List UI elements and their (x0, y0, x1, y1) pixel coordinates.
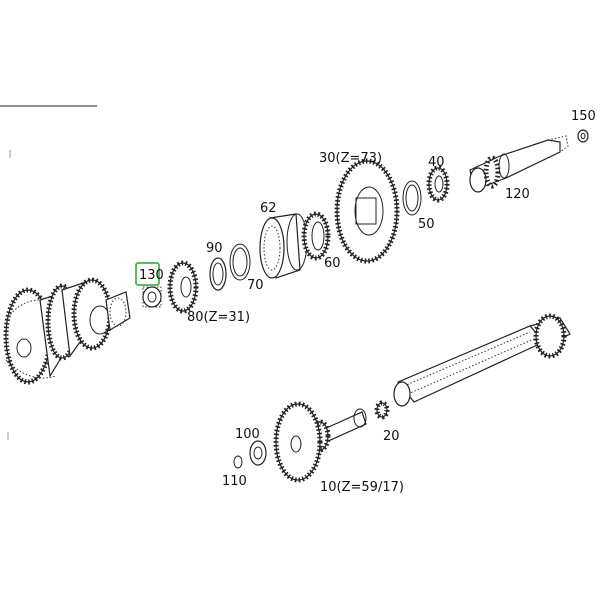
label-80: 80(Z=31) (187, 310, 250, 325)
label-50: 50 (418, 217, 435, 232)
label-60: 60 (324, 256, 341, 271)
highlight-box-130 (135, 262, 160, 286)
snap-ring-110[interactable] (233, 455, 243, 469)
needle-bearing-130[interactable] (142, 286, 162, 308)
snap-ring-70[interactable] (229, 243, 251, 281)
label-30: 30(Z=73) (319, 151, 382, 166)
label-10: 10(Z=59/17) (320, 480, 404, 495)
gear-cluster (3, 277, 131, 385)
synchro-sleeve-62[interactable] (259, 213, 308, 279)
ring-90[interactable] (209, 257, 227, 291)
label-62: 62 (260, 201, 277, 216)
bearing-100[interactable] (249, 440, 267, 466)
washer-150[interactable] (577, 129, 589, 143)
label-20: 20 (383, 429, 400, 444)
gear-10[interactable] (273, 401, 367, 483)
bearing-20[interactable] (374, 400, 390, 420)
needle-bearing-60[interactable] (301, 211, 331, 261)
shaft-120[interactable] (469, 135, 569, 193)
bearing-40[interactable] (426, 165, 450, 203)
label-70: 70 (247, 278, 264, 293)
label-100: 100 (235, 427, 260, 442)
label-90: 90 (206, 241, 223, 256)
label-150: 150 (571, 109, 596, 124)
snap-ring-50[interactable] (402, 180, 422, 216)
label-110: 110 (222, 474, 247, 489)
label-120: 120 (505, 187, 530, 202)
gear-80[interactable] (167, 260, 199, 314)
label-130: 130 (139, 268, 164, 283)
splined-shaft (393, 313, 571, 407)
gear-30[interactable] (334, 158, 400, 264)
label-40: 40 (428, 155, 445, 170)
